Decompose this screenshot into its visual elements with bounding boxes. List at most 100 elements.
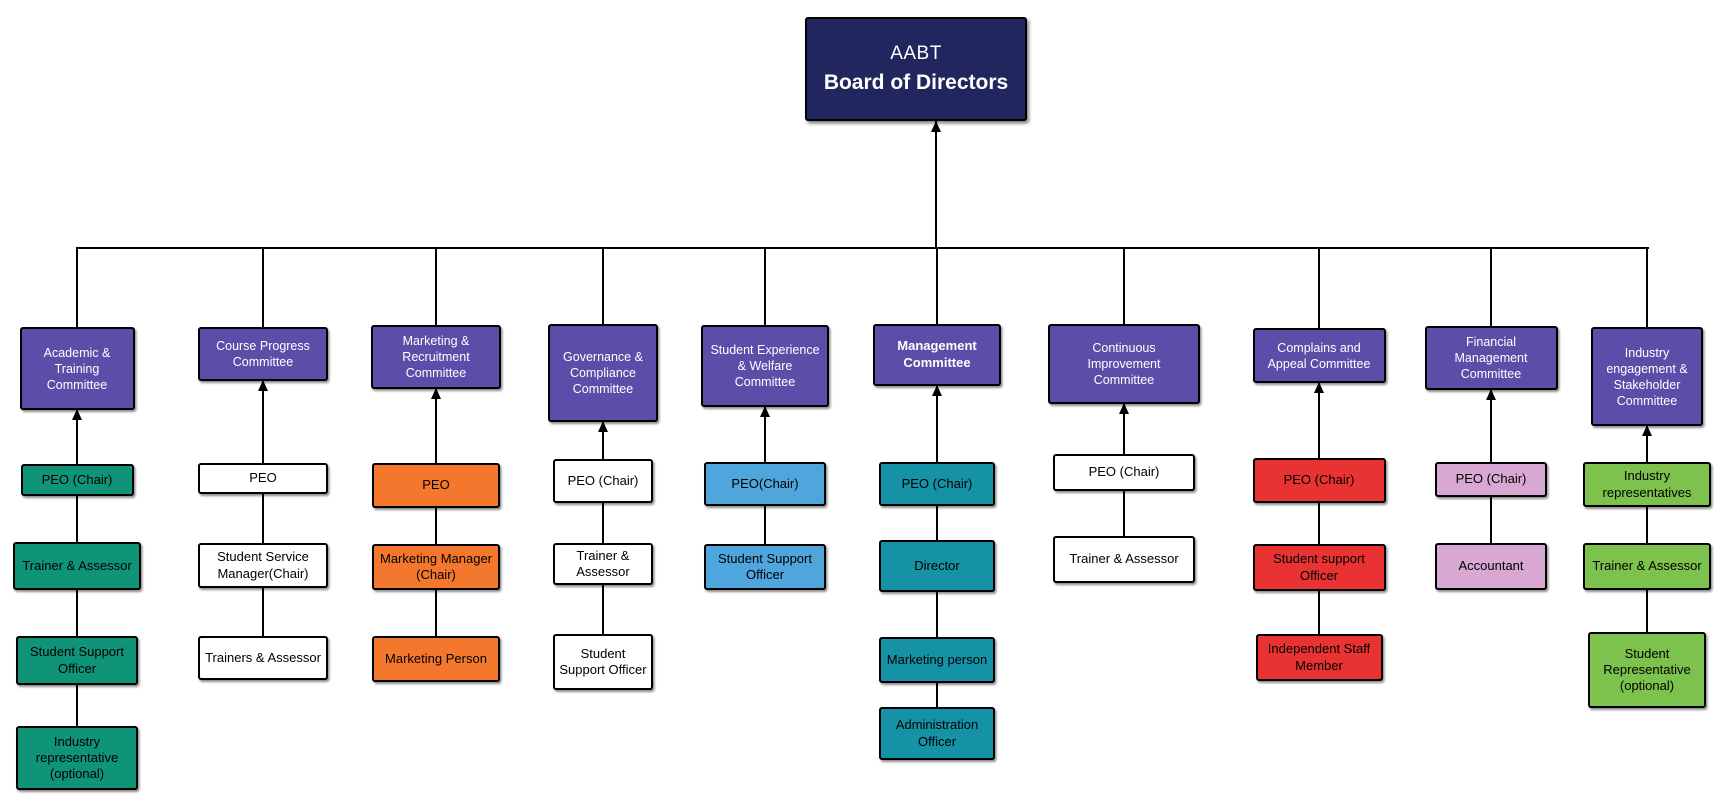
- up-arrowhead: [1118, 403, 1129, 414]
- committee-label: Academic & Training Committee: [43, 345, 111, 392]
- committee-stub-line: [1490, 247, 1492, 326]
- up-arrowhead: [1641, 425, 1652, 436]
- role-box: Marketing person: [879, 637, 995, 683]
- role-box: PEO (Chair): [879, 462, 995, 506]
- role-label: PEO (Chair): [567, 472, 639, 488]
- role-label: Student Support Officer: [559, 645, 647, 677]
- committee-stub-line: [1123, 247, 1125, 324]
- member-link-line: [936, 592, 938, 637]
- role-label: Student Support Officer: [718, 550, 812, 582]
- board-subtitle: Board of Directors: [823, 71, 1009, 94]
- member-link-line: [602, 503, 604, 543]
- org-connector-horizontal: [77, 247, 1649, 249]
- role-box: Accountant: [1435, 543, 1547, 590]
- member-to-committee-line: [936, 386, 938, 462]
- role-box: Student support Officer: [1252, 544, 1386, 591]
- committee-box: Marketing & Recruitment Committee: [371, 325, 501, 389]
- role-label: Director: [914, 557, 960, 573]
- role-label: Trainer & Assessor: [1592, 558, 1702, 574]
- committee-box: Academic & Training Committee: [19, 327, 135, 410]
- role-box: Marketing Person: [372, 636, 500, 682]
- role-label: PEO (Chair): [1455, 471, 1527, 487]
- role-label: Student Representative (optional): [1603, 645, 1691, 694]
- role-label: PEO (Chair): [1283, 472, 1355, 488]
- committee-stub-line: [435, 247, 437, 325]
- committee-box: Governance & Compliance Committee: [548, 324, 658, 422]
- committee-label: Continuous Improvement Committee: [1087, 341, 1161, 387]
- up-arrowhead: [71, 409, 82, 420]
- board-title: AABT: [890, 43, 942, 64]
- committee-stub-line: [764, 247, 766, 325]
- member-to-committee-line: [1646, 426, 1648, 462]
- role-box: PEO (Chair): [553, 459, 653, 503]
- member-link-line: [936, 506, 938, 540]
- member-link-line: [936, 683, 938, 707]
- committee-stub-line: [1646, 247, 1648, 327]
- up-arrowhead: [1313, 382, 1324, 393]
- member-link-line: [1490, 497, 1492, 543]
- member-link-line: [1318, 503, 1320, 544]
- member-link-line: [1123, 491, 1125, 536]
- committee-box: Management Committee: [873, 324, 1001, 386]
- up-arrowhead: [430, 388, 441, 399]
- committee-label: Student Experience & Welfare Committee: [710, 343, 820, 389]
- committee-box: Complains and Appeal Committee: [1252, 328, 1386, 383]
- committee-label: Marketing & Recruitment Committee: [402, 334, 470, 380]
- member-to-committee-line: [1318, 383, 1320, 458]
- member-link-line: [1318, 591, 1320, 634]
- role-label: Industry representative (optional): [35, 733, 119, 782]
- member-to-committee-line: [76, 410, 78, 464]
- role-box: Student Support Officer: [704, 544, 826, 590]
- role-label: PEO (Chair): [901, 475, 973, 491]
- member-link-line: [76, 496, 78, 542]
- member-to-committee-line: [435, 389, 437, 463]
- up-arrowhead: [597, 421, 608, 432]
- committee-stub-line: [76, 247, 78, 327]
- committee-box: Student Experience & Welfare Committee: [701, 325, 829, 407]
- role-box: PEO (Chair): [20, 464, 134, 496]
- member-link-line: [602, 585, 604, 634]
- member-link-line: [76, 590, 78, 636]
- role-box: Director: [879, 540, 995, 592]
- role-label: PEO (Chair): [41, 471, 113, 487]
- committee-label: Governance & Compliance Committee: [563, 350, 643, 396]
- role-label: Accountant: [1458, 558, 1524, 574]
- role-label: Independent Staff Member: [1267, 641, 1371, 673]
- role-label: Administration Officer: [895, 717, 979, 749]
- role-label: Trainer & Assessor: [1069, 551, 1179, 567]
- role-box: Marketing Manager (Chair): [372, 544, 500, 590]
- role-label: Student support Officer: [1273, 551, 1365, 583]
- role-label: Student Service Manager(Chair): [217, 549, 309, 581]
- role-label: Marketing Person: [385, 650, 487, 666]
- role-box: Trainer & Assessor: [553, 543, 653, 585]
- role-box: PEO (Chair): [1252, 458, 1386, 503]
- member-to-committee-line: [1123, 404, 1125, 454]
- committee-stub-line: [1318, 247, 1320, 328]
- role-label: Industry representatives: [1602, 468, 1692, 500]
- committee-label: Industry engagement & Stakeholder Commit…: [1606, 345, 1688, 408]
- member-link-line: [76, 685, 78, 726]
- up-arrowhead: [1485, 389, 1496, 400]
- role-label: Trainer & Assessor: [576, 547, 630, 579]
- committee-label: Complains and Appeal Committee: [1267, 340, 1371, 371]
- committee-stub-line: [936, 247, 938, 324]
- role-box: Administration Officer: [879, 707, 995, 760]
- role-box: PEO: [198, 463, 328, 494]
- role-box: PEO (Chair): [1053, 454, 1195, 491]
- up-arrowhead: [759, 406, 770, 417]
- role-box: Student Support Officer: [16, 636, 138, 685]
- role-box: Trainer & Assessor: [1583, 543, 1711, 590]
- role-label: Student Support Officer: [30, 644, 124, 676]
- member-to-committee-line: [764, 407, 766, 462]
- role-box: PEO (Chair): [1435, 462, 1547, 497]
- role-box: Student Service Manager(Chair): [198, 543, 328, 588]
- member-link-line: [262, 494, 264, 543]
- role-box: Industry representatives: [1583, 462, 1711, 507]
- role-box: Trainers & Assessor: [198, 636, 328, 680]
- member-link-line: [435, 508, 437, 544]
- member-link-line: [435, 590, 437, 636]
- role-label: PEO (Chair): [1088, 464, 1160, 480]
- role-box: PEO: [372, 463, 500, 508]
- member-link-line: [764, 506, 766, 544]
